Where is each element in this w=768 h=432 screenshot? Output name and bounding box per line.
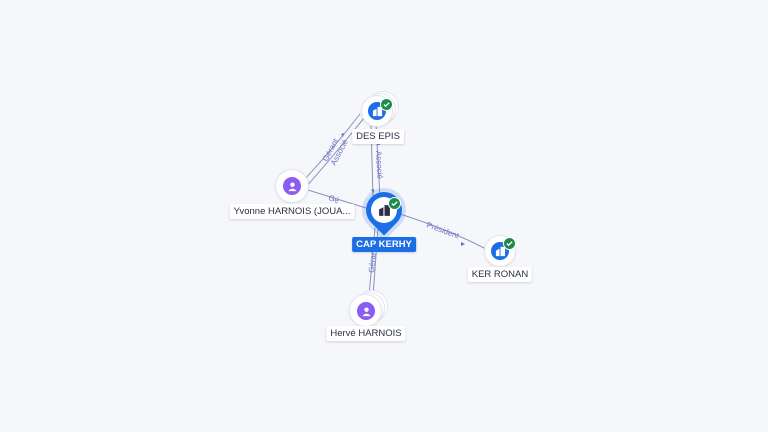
edge-arrow <box>341 133 344 137</box>
edge-arrow <box>461 242 465 246</box>
node-label-herve[interactable]: Hervé HARNOIS <box>326 326 406 341</box>
edge-yvonne-cap-kerhy <box>307 189 367 209</box>
verified-check-icon <box>380 98 393 111</box>
edge-cap-kerhy-ker-ronan <box>399 213 489 251</box>
edge-label-ge: Gé <box>327 193 340 205</box>
edge-label-president: Président <box>425 220 461 240</box>
edge-yvonne-des-epis <box>304 117 365 189</box>
edge-label-gerant: Gérant <box>367 247 378 273</box>
node-label-des-epis[interactable]: DES EPIS <box>352 129 404 144</box>
node-label-cap-kerhy[interactable]: CAP KERHY <box>352 237 416 252</box>
edge-arrow <box>371 189 374 193</box>
verified-check-icon <box>503 237 516 250</box>
building-icon <box>371 197 397 223</box>
edge-label-associe: Associé <box>374 151 384 180</box>
person-icon <box>357 302 375 320</box>
verified-check-icon <box>388 197 401 210</box>
node-label-ker-ronan[interactable]: KER RONAN <box>467 267 533 282</box>
person-icon <box>283 177 301 195</box>
node-label-yvonne[interactable]: Yvonne HARNOIS (JOUA... <box>229 204 355 219</box>
